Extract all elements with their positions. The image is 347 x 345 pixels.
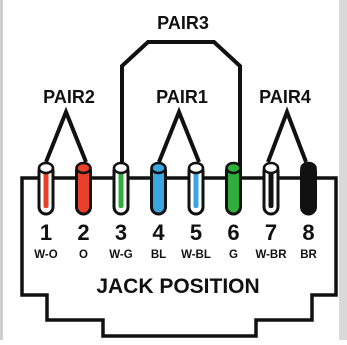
pin-2: 2O [75,161,92,261]
pair2-label: PAIR2 [43,87,95,107]
pin-7-code: W-BR [255,249,287,261]
pin-8-code: BR [300,249,317,261]
pin-5-number: 5 [190,220,202,245]
pin-1-number: 1 [40,220,52,245]
pin-3-cap [112,161,130,175]
pair-connectors [44,40,308,178]
pin-2-cap [75,161,92,175]
jack-body-outline [20,176,338,338]
pin-1-cap [37,161,55,175]
pin-4-number: 4 [152,220,165,245]
left-edge-strip [0,0,3,340]
pin-6-cap [225,161,242,175]
pin-8-number: 8 [302,220,314,245]
pair4-label: PAIR4 [259,87,311,107]
pin-4-cap [150,161,167,175]
pin-1: 1W-O [34,161,58,261]
pin-7-cap [262,161,280,175]
right-edge-strip [339,0,347,340]
pin-1-code: W-O [34,249,57,261]
pin-4-code: BL [151,249,166,261]
pin-3-code: W-G [109,249,132,261]
pin-3-number: 3 [115,220,127,245]
pin-3: 3W-G [109,161,133,261]
pin-2-number: 2 [77,220,89,245]
pair1-label: PAIR1 [156,87,208,107]
pair3-connector [120,40,242,178]
pin-8: 8BR [300,161,317,261]
pin-5-cap [187,161,205,175]
pin-5-stripe [193,170,199,208]
pin-6: 6G [225,161,242,261]
pin-3-stripe [118,170,124,208]
pin-7: 7W-BR [255,161,287,261]
pair3-label: PAIR3 [157,13,209,33]
pin-5: 5W-BL [181,161,211,261]
pair4-connector [266,106,308,163]
pin-5-code: W-BL [181,249,211,261]
jack-position-label: JACK POSITION [96,275,259,298]
pin-8-cap [300,161,317,175]
pin-6-number: 6 [227,220,239,245]
pin-2-code: O [79,249,88,261]
pin-6-code: G [229,249,238,261]
pin-1-stripe [43,170,49,208]
pin-7-stripe [268,170,274,208]
pair1-connector [157,106,201,163]
pin-7-number: 7 [265,220,277,245]
pin-4: 4BL [150,161,167,261]
pair2-connector [44,106,88,163]
